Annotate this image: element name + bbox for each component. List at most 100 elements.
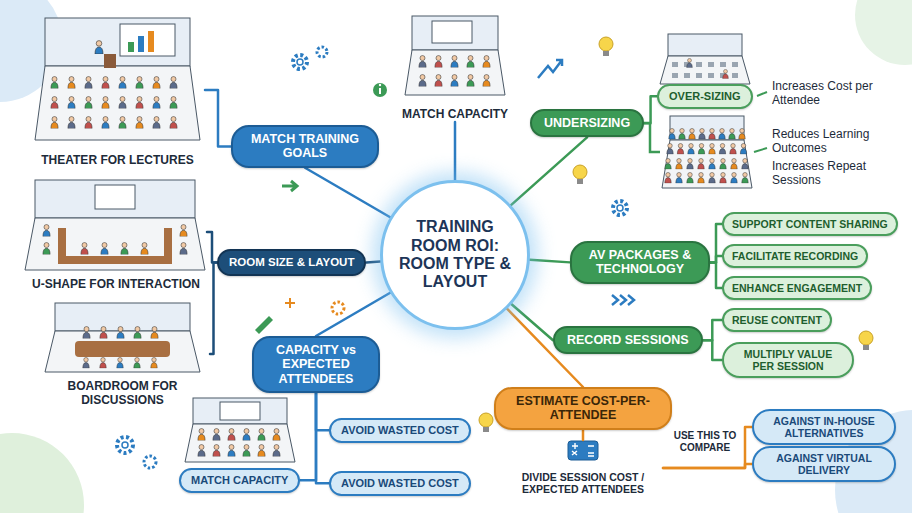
node-text: U-SHAPE FOR INTERACTION <box>32 278 200 292</box>
person-figure <box>730 143 736 154</box>
person-figure <box>667 143 673 154</box>
person-figure <box>723 69 729 78</box>
branch-pill: ROOM SIZE & LAYOUT <box>217 249 366 276</box>
person-figure <box>742 172 748 183</box>
branch-pill: RECORD SESSIONS <box>553 326 703 354</box>
person-figure <box>699 128 705 139</box>
person-figure <box>153 97 160 109</box>
screen <box>95 185 135 209</box>
connector <box>305 168 390 218</box>
person-figure <box>483 56 490 68</box>
layout-figure: MATCH CAPACITY <box>390 10 520 122</box>
person-figure <box>117 357 123 368</box>
person-figure <box>134 327 141 339</box>
person-figure <box>119 97 126 109</box>
person-figure <box>228 429 235 441</box>
person-figure <box>141 243 148 255</box>
person-figure <box>102 117 109 129</box>
connector <box>366 261 380 262</box>
person-figure <box>435 56 442 68</box>
chart-bar <box>138 36 144 52</box>
person-figure <box>134 357 140 368</box>
sub-pill: FACILITATE RECORDING <box>722 244 868 268</box>
screen <box>220 402 260 420</box>
node-text: BOARDROOM FOR DISCUSSIONS <box>58 380 188 408</box>
person-figure <box>720 172 726 183</box>
branch-pill: MATCH TRAINING GOALS <box>231 125 379 168</box>
connector <box>454 122 457 180</box>
person-figure <box>180 243 187 255</box>
connector <box>316 293 390 336</box>
node-text: UNDERSIZING <box>544 116 630 130</box>
person-figure <box>698 158 704 169</box>
person-figure <box>198 445 205 457</box>
chair <box>672 62 678 67</box>
note-label: Increases Repeat Sessions <box>772 160 890 188</box>
node-text: DIVIDE SESSION COST / EXPECTED ATTENDEES <box>508 471 658 496</box>
chair <box>696 73 702 78</box>
node-text: TRAINING ROOM ROI: ROOM TYPE & LAYOUT <box>396 218 514 292</box>
person-figure <box>669 128 675 139</box>
person-figure <box>689 128 695 139</box>
person-figure <box>687 58 693 67</box>
person-figure <box>198 429 205 441</box>
info-icon <box>373 83 387 97</box>
node-text: SUPPORT CONTENT SHARING <box>732 218 888 230</box>
sub-pill: MATCH CAPACITY <box>179 468 300 493</box>
person-figure <box>742 158 748 169</box>
person-figure <box>677 143 683 154</box>
room-wall <box>668 34 742 56</box>
node-text: MATCH CAPACITY <box>402 108 508 122</box>
person-figure <box>51 77 58 89</box>
podium <box>104 54 116 68</box>
node-text: ENHANCE ENGAGEMENT <box>732 282 862 294</box>
person-figure <box>81 243 88 255</box>
person-figure <box>119 77 126 89</box>
connector <box>207 232 217 263</box>
room-floor <box>185 424 295 462</box>
connector <box>316 393 329 430</box>
sub-pill: OVER-SIZING <box>657 84 753 109</box>
node-text: MATCH TRAINING GOALS <box>245 132 365 161</box>
leader-line <box>757 92 767 96</box>
sub-pill: ENHANCE ENGAGEMENT <box>722 276 872 300</box>
note-label: USE THIS TO COMPARE <box>670 430 740 453</box>
room-floor <box>25 218 205 270</box>
person-figure <box>243 429 250 441</box>
room-wall <box>193 398 287 424</box>
connector <box>710 224 722 262</box>
screen <box>432 21 472 43</box>
person-figure <box>679 128 685 139</box>
branch-pill: CAPACITY vs EXPECTED ATTENDEES <box>252 336 380 393</box>
node-text: AV PACKAGES & TECHNOLOGY <box>584 248 696 277</box>
person-figure <box>136 97 143 109</box>
leader-line <box>641 123 660 152</box>
person-figure <box>119 117 126 129</box>
connector <box>210 263 217 354</box>
person-figure <box>153 117 160 129</box>
person-figure <box>687 158 693 169</box>
chair <box>720 62 726 67</box>
person-figure <box>720 158 726 169</box>
person-figure <box>688 143 694 154</box>
chart-bar <box>128 42 134 52</box>
person-figure <box>136 117 143 129</box>
person-figure <box>483 75 490 87</box>
node-text: CAPACITY vs EXPECTED ATTENDEES <box>266 343 366 386</box>
sub-pill: REUSE CONTENT <box>722 308 832 332</box>
person-figure <box>419 56 426 68</box>
person-figure <box>102 77 109 89</box>
room-floor <box>405 50 505 95</box>
node-text: AVOID WASTED COST <box>341 424 459 437</box>
note-label: Increases Cost per Attendee <box>772 80 894 108</box>
corner-blob <box>0 433 84 513</box>
connector <box>703 320 722 340</box>
person-figure <box>151 327 158 339</box>
room-floor <box>662 140 752 188</box>
layout-figure: THEATER FOR LECTURES <box>30 12 205 168</box>
person-figure <box>451 56 458 68</box>
person-figure <box>273 445 280 457</box>
person-figure <box>170 117 177 129</box>
branch-pill: AV PACKAGES & TECHNOLOGY <box>570 241 710 284</box>
